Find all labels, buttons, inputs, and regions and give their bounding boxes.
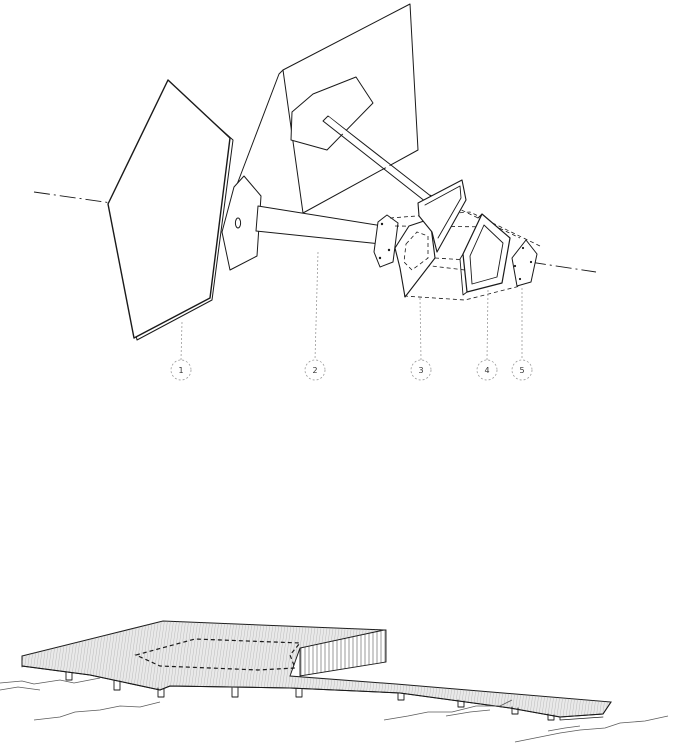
angle-bracket — [417, 179, 467, 253]
cap-bolt-3 — [518, 277, 522, 281]
callout-5: 5 — [511, 359, 533, 381]
hub-hole — [234, 217, 242, 229]
leader-3 — [419, 297, 422, 361]
leader-1 — [180, 321, 183, 361]
cap-bolt-2 — [529, 260, 533, 264]
callout-4-label: 4 — [484, 366, 489, 375]
frame-ring-thickness — [459, 213, 483, 296]
exploded-axonometric: 1 2 3 4 5 — [33, 3, 597, 381]
building-axonometric — [0, 620, 669, 743]
callout-4: 4 — [476, 359, 498, 381]
callout-3: 3 — [410, 359, 432, 381]
deck-fascia — [21, 665, 612, 718]
bracket-bolt-1 — [380, 222, 384, 226]
cap-bolt-1 — [521, 246, 525, 250]
callout-3-label: 3 — [418, 366, 423, 375]
projection-lines-bottom — [397, 257, 521, 301]
support-piers — [65, 671, 555, 721]
bracket-bolt-3 — [378, 256, 382, 260]
roof-deck-hatch — [22, 621, 611, 717]
small-bracket-plate — [373, 214, 399, 268]
rear-panel-opening — [290, 76, 374, 151]
leader-4 — [486, 289, 489, 361]
end-cap-plate — [511, 239, 538, 287]
callout-1: 1 — [170, 359, 192, 381]
rear-rod-fill — [325, 117, 430, 200]
main-rod — [255, 205, 384, 245]
terrain-left-1 — [0, 677, 101, 685]
cap-bolt-4 — [513, 264, 517, 268]
front-panel — [107, 79, 231, 339]
sleeve-hidden-ring — [403, 231, 429, 271]
terrain-right-2 — [547, 725, 581, 732]
terrain-right — [514, 715, 669, 743]
bracket-bolt-2 — [387, 248, 391, 252]
sleeve-pentagon — [394, 218, 436, 298]
callout-2: 2 — [304, 359, 326, 381]
angle-bracket-inner — [424, 185, 462, 239]
hub-plate — [221, 175, 262, 271]
terrain-center-2 — [445, 709, 491, 717]
callout-5-label: 5 — [519, 366, 524, 375]
leader-2 — [314, 251, 319, 361]
callout-2-label: 2 — [312, 366, 317, 375]
terrain-left-2 — [0, 686, 41, 691]
terrain-mid — [33, 701, 161, 721]
center-axis-right — [529, 261, 597, 273]
callout-1-label: 1 — [178, 366, 183, 375]
frame-ring-inner — [469, 224, 504, 285]
deck-fascia-lower — [21, 661, 604, 721]
terrain-center — [383, 699, 513, 721]
